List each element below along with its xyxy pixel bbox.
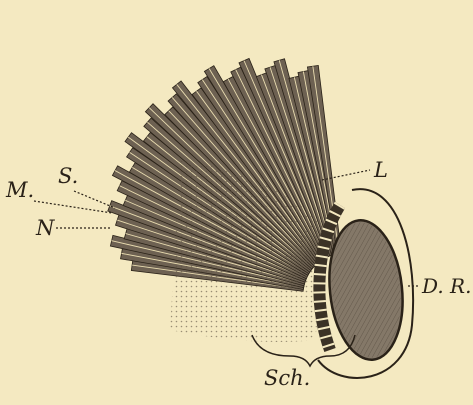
label-n: N [36,218,54,239]
label-sch: Sch. [264,368,310,389]
label-s: S. [58,166,78,187]
label-l: L [374,160,388,181]
label-m: M. [6,180,34,201]
label-dr: D. R. [422,276,471,296]
